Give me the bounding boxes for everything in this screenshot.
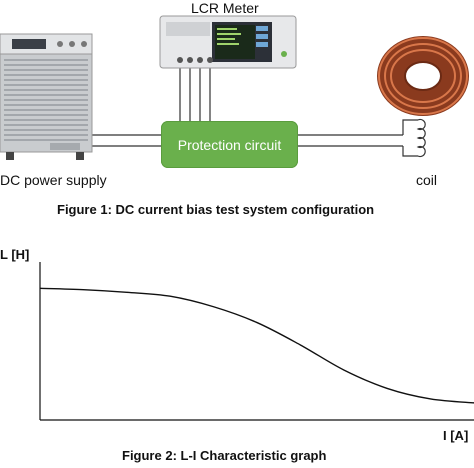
wiring-diagram [92,66,426,158]
protection-circuit-label: Protection circuit [177,136,282,153]
figure-2-caption: Figure 2: L-I Characteristic graph [122,448,327,463]
dc-power-supply-image [0,33,93,160]
li-characteristic-chart [39,262,474,421]
y-axis-label: L [H] [0,247,30,262]
l-i-curve-series [39,287,474,404]
toroid-coil-image [377,36,469,116]
lcr-meter-image [159,15,297,69]
coil-label: coil [416,172,438,188]
figure-1-caption: Figure 1: DC current bias test system co… [57,202,375,217]
dc-power-supply-label: DC power supply [0,172,107,188]
coil-symbol [402,118,426,158]
protection-circuit-box: Protection circuit [161,121,298,168]
lcr-meter-label: LCR Meter [191,0,259,16]
x-axis-label: I [A] [443,428,469,443]
